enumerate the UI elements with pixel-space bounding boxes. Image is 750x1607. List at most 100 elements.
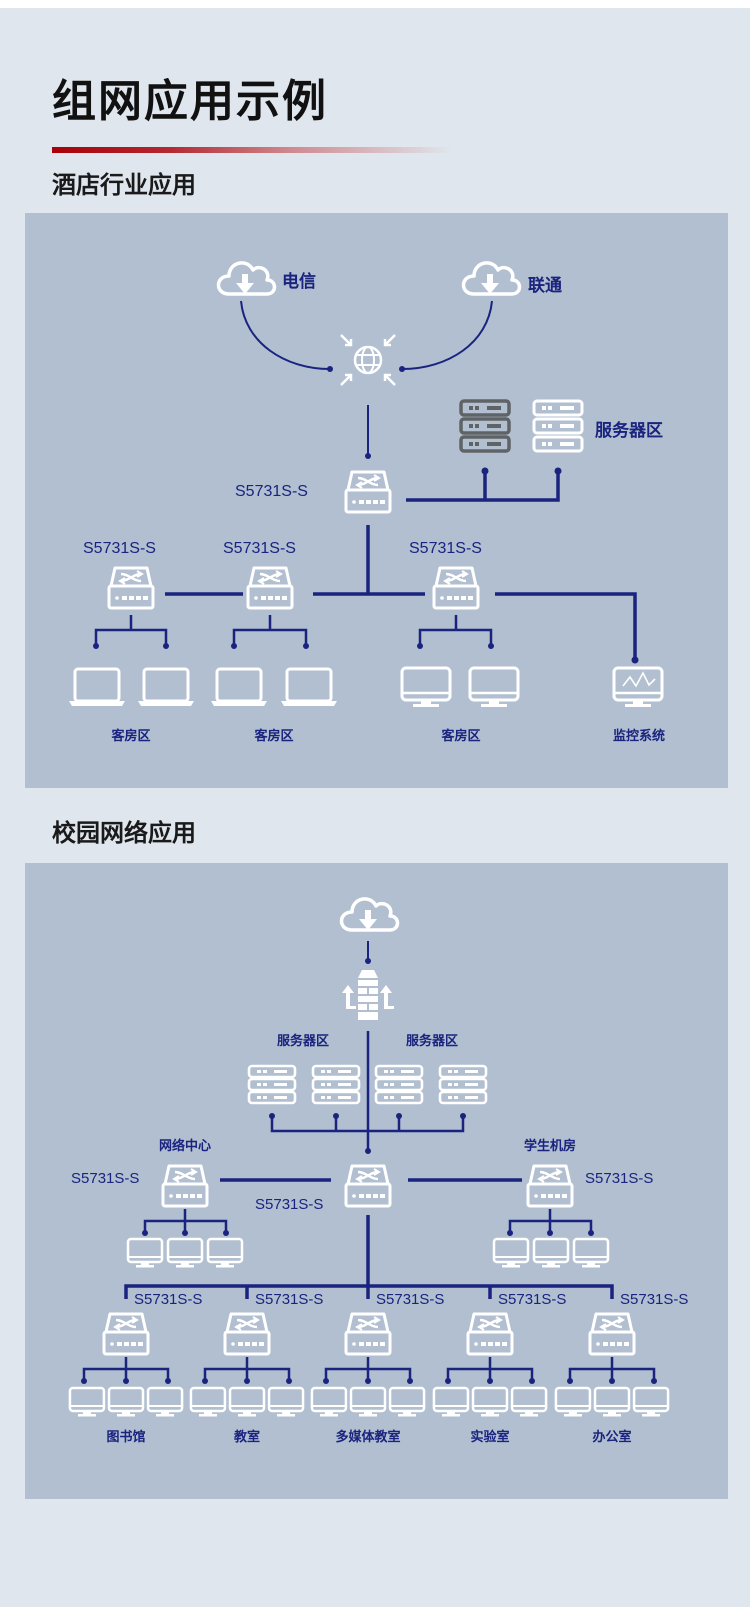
campus-diagram-panel: 服务器区 服务器区 S5731S-S 网络中心 S5731S-S 学生机房 S5… xyxy=(25,863,728,1499)
access-switch-group: S5731S-S 多媒体教室 xyxy=(310,1291,444,1445)
link-node xyxy=(81,1378,87,1384)
access-switch-model: S5731S-S xyxy=(620,1291,688,1308)
link-node xyxy=(487,1378,493,1384)
link-node xyxy=(365,453,371,459)
monitor-icon xyxy=(471,1386,509,1418)
zone-label: 客房区 xyxy=(254,728,293,744)
zone-label: 客房区 xyxy=(441,728,480,744)
access-switch-icon xyxy=(432,566,480,610)
server-icon xyxy=(374,1064,424,1105)
monitor-icon xyxy=(126,1237,164,1269)
server-link-nodes xyxy=(269,1113,466,1119)
isp-label-telecom: 电信 xyxy=(282,271,316,292)
monitor-icon xyxy=(532,1237,570,1269)
server-icon xyxy=(247,1064,297,1105)
access-switch-model-1: S5731S-S xyxy=(83,540,156,557)
cloud-download-icon-telecom xyxy=(216,261,277,296)
core-switch-icon xyxy=(344,1164,392,1208)
zone-label: 图书馆 xyxy=(106,1429,145,1445)
server-zone-label-right: 服务器区 xyxy=(406,1033,458,1049)
zone-label: 多媒体教室 xyxy=(335,1429,400,1445)
monitor-icon xyxy=(432,1386,470,1418)
core-switch-model: S5731S-S xyxy=(255,1196,323,1213)
monitor-icon xyxy=(510,1386,548,1418)
laptop-icon xyxy=(209,667,269,708)
access-switch-group: S5731S-S 教室 xyxy=(189,1291,323,1445)
hotel-section-title: 酒店行业应用 xyxy=(52,171,196,199)
branch-links xyxy=(94,615,493,646)
monitor-icon xyxy=(388,1386,426,1418)
monitor-icon xyxy=(189,1386,227,1418)
monitor-icon xyxy=(267,1386,305,1418)
link-node xyxy=(286,1378,292,1384)
monitor-icon xyxy=(206,1237,244,1269)
monitor-icon xyxy=(107,1386,145,1418)
zone-label: 实验室 xyxy=(470,1429,509,1445)
server-zone-label-left: 服务器区 xyxy=(277,1033,329,1049)
access-switch-model: S5731S-S xyxy=(255,1291,323,1308)
zone-label: 教室 xyxy=(233,1429,260,1445)
link-node xyxy=(567,1378,573,1384)
link-node xyxy=(244,1378,250,1384)
link-core-servers xyxy=(406,471,560,502)
monitor-icon xyxy=(349,1386,387,1418)
link-node xyxy=(445,1378,451,1384)
student-lab-switch-model: S5731S-S xyxy=(585,1170,653,1187)
access-switch-icon xyxy=(344,1312,392,1356)
monitor-icon xyxy=(166,1237,204,1269)
zone-label: 客房区 xyxy=(111,728,150,744)
campus-section-title: 校园网络应用 xyxy=(52,819,196,847)
branch-link xyxy=(324,1357,412,1381)
monitor-icon xyxy=(146,1386,184,1418)
cloud-download-icon xyxy=(339,897,400,932)
access-switch-model-3: S5731S-S xyxy=(409,540,482,557)
top-strip xyxy=(0,0,750,8)
core-switch-icon xyxy=(344,470,392,514)
monitor-icon xyxy=(632,1386,670,1418)
link-node xyxy=(327,366,333,372)
server-icon xyxy=(438,1064,488,1105)
student-lab-switch-icon xyxy=(526,1164,574,1208)
branch-nodes xyxy=(93,643,494,649)
branch-link xyxy=(568,1357,656,1381)
access-switch-model: S5731S-S xyxy=(376,1291,444,1308)
monitor-icon xyxy=(554,1386,592,1418)
server-icon xyxy=(459,399,511,453)
branch-link xyxy=(203,1357,291,1381)
access-switch-icon xyxy=(466,1312,514,1356)
link-node xyxy=(165,1378,171,1384)
monitor-icon xyxy=(593,1386,631,1418)
laptop-icon xyxy=(67,667,127,708)
link-unicom-router xyxy=(401,300,493,370)
link-telecom-router xyxy=(240,300,331,370)
link-node xyxy=(529,1378,535,1384)
access-switch-icon xyxy=(223,1312,271,1356)
server-icon xyxy=(532,399,584,453)
server-zone-label: 服务器区 xyxy=(595,420,663,441)
cloud-download-icon-unicom xyxy=(461,261,522,296)
link-node xyxy=(323,1378,329,1384)
network-center-switch-model: S5731S-S xyxy=(71,1170,139,1187)
link-node xyxy=(365,1378,371,1384)
title-underline xyxy=(52,147,452,153)
link-node xyxy=(609,1378,615,1384)
monitor-icon xyxy=(400,666,452,709)
access-switch-icon xyxy=(107,566,155,610)
monitor-icon xyxy=(68,1386,106,1418)
isp-label-unicom: 联通 xyxy=(528,276,562,296)
link-node xyxy=(481,467,489,475)
network-center-switch-icon xyxy=(161,1164,209,1208)
branch-nodes-upper xyxy=(142,1230,594,1236)
router-globe-icon xyxy=(340,334,396,386)
monitor-icon xyxy=(468,666,520,709)
monitor-icon xyxy=(492,1237,530,1269)
link-node xyxy=(407,1378,413,1384)
laptop-icon xyxy=(136,667,196,708)
link-core-access xyxy=(165,525,637,660)
link-node xyxy=(651,1378,657,1384)
monitor-icon xyxy=(228,1386,266,1418)
branch-link xyxy=(446,1357,534,1381)
link-node xyxy=(365,958,371,964)
